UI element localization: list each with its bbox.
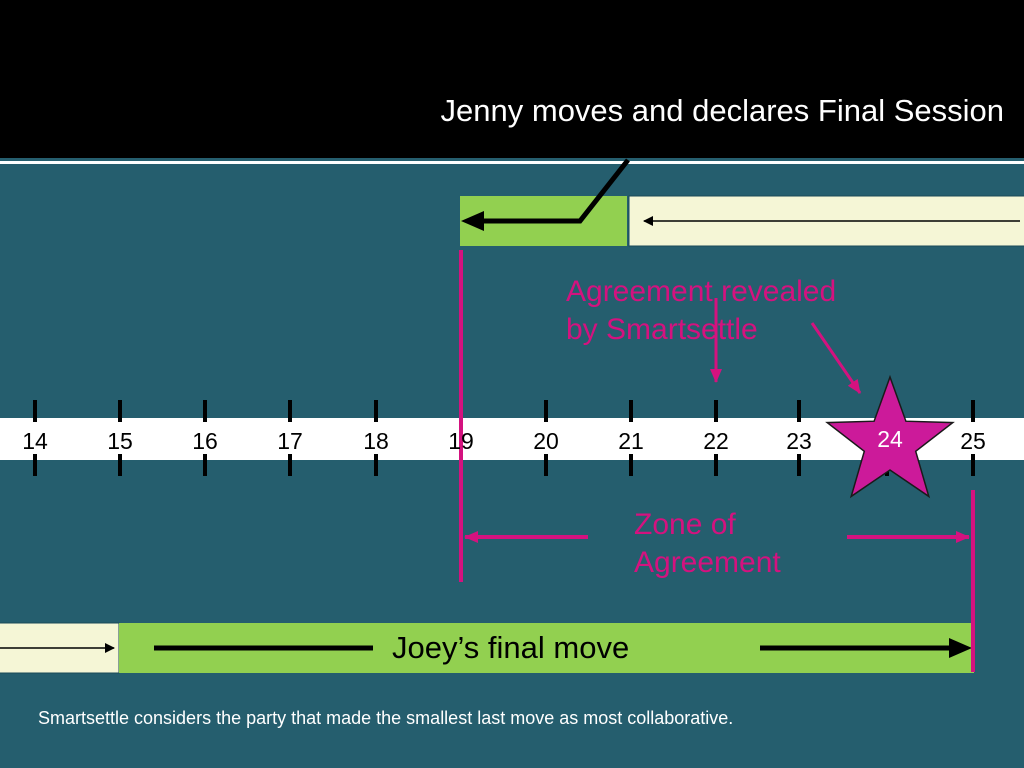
agreement-annotation-line-1: Agreement revealed (566, 275, 837, 308)
star-value-label: 24 (877, 426, 903, 452)
footer-note: Smartsettle considers the party that mad… (38, 708, 734, 728)
tick-label: 17 (277, 428, 303, 454)
jenny-final-move-arrow (470, 158, 630, 224)
agreement-annotation-line-2: by Smartsettle (566, 313, 758, 346)
tick-label: 18 (363, 428, 389, 454)
tick-label: 19 (448, 428, 474, 454)
header-divider (0, 161, 1024, 164)
agreement-star-icon (825, 374, 955, 499)
tick-label: 15 (107, 428, 133, 454)
agreement-annotation: Agreement revealed by Smartsettle (566, 273, 836, 349)
slide-title: Jenny moves and declares Final Session (440, 93, 1004, 128)
tick-label: 23 (786, 428, 812, 454)
tick-label: 16 (192, 428, 218, 454)
zone-of-agreement-label: Zone of Agreement (634, 506, 781, 582)
joey-final-move-label: Joey’s final move (392, 630, 630, 665)
zone-label-line-1: Zone of (634, 508, 736, 541)
agreement-pointer-arrow-star (810, 322, 862, 394)
tick-label: 22 (703, 428, 729, 454)
tick-label: 25 (960, 428, 986, 454)
tick-marks (33, 400, 975, 476)
jenny-final-move-arrowhead (461, 211, 484, 231)
joey-arrowhead (949, 638, 972, 658)
zone-label-line-2: Agreement (634, 546, 781, 579)
tick-label: 21 (618, 428, 644, 454)
tick-label: 14 (22, 428, 48, 454)
header-bar (0, 0, 1024, 158)
tick-label: 20 (533, 428, 559, 454)
